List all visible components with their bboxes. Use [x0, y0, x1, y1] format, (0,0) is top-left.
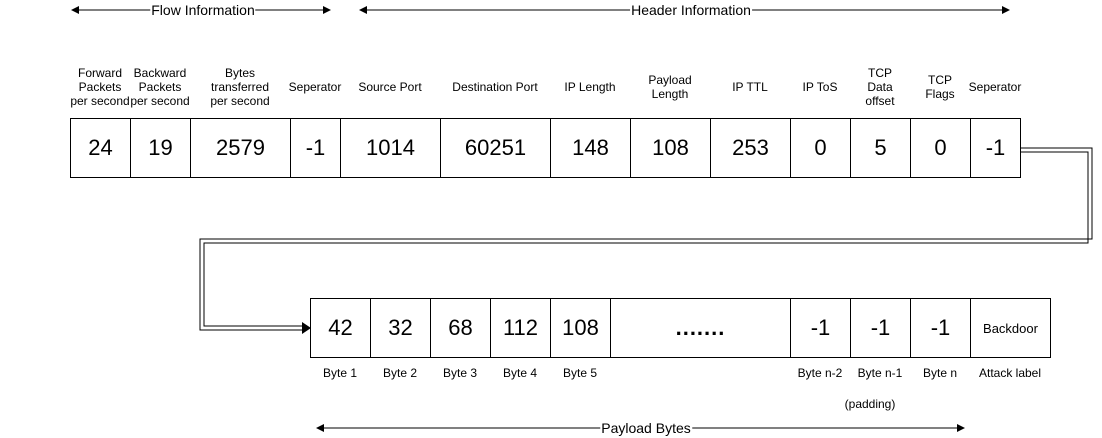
byte-n-value: -1 [910, 298, 971, 358]
byte-n-minus-2-label: Byte n-2 [797, 366, 843, 380]
source-port-label: Source Port [358, 80, 422, 94]
ellipsis-value: ....... [610, 298, 791, 358]
byte-3-value: 68 [430, 298, 491, 358]
byte-5-label: Byte 5 [562, 366, 598, 380]
row-connector-inner [203, 151, 1089, 327]
ip-tos-label: IP ToS [802, 80, 838, 94]
byte-4-label: Byte 4 [502, 366, 538, 380]
payload-length-value: 108 [630, 118, 711, 178]
forward-packets-per-second-value: 24 [70, 118, 131, 178]
ip-ttl-value: 253 [710, 118, 791, 178]
ip-length-value: 148 [550, 118, 631, 178]
separator-1-label: Seperator [288, 80, 342, 94]
byte-n-label: Byte n [922, 366, 958, 380]
byte-4-value: 112 [490, 298, 551, 358]
payload-bytes-label: Payload Bytes [600, 420, 692, 436]
attack-label-label: Attack label [978, 366, 1042, 380]
ip-ttl-label: IP TTL [732, 80, 768, 94]
byte-3-label: Byte 3 [442, 366, 478, 380]
byte-n-minus-2-value: -1 [790, 298, 851, 358]
row-connector-outer [199, 147, 1093, 331]
destination-port-value: 60251 [440, 118, 551, 178]
byte-5-value: 108 [550, 298, 611, 358]
header-information-label: Header Information [630, 2, 752, 18]
attack-label-value: Backdoor [970, 298, 1051, 358]
tcp-data-offset-label: TCP Data offset [865, 66, 895, 108]
ip-length-label: IP Length [564, 80, 616, 94]
separator-2-value: -1 [970, 118, 1021, 178]
bytes-transferred-per-second-label: Bytes transferred per second [210, 66, 270, 108]
payload-length-label: Payload Length [648, 73, 692, 101]
backward-packets-per-second-value: 19 [130, 118, 191, 178]
source-port-value: 1014 [340, 118, 441, 178]
flow-information-label: Flow Information [150, 2, 256, 18]
backward-packets-per-second-label: Backward Packets per second [130, 66, 190, 108]
separator-2-label: Seperator [968, 80, 1022, 94]
byte-n-minus-1-label: Byte n-1 [857, 366, 903, 380]
tcp-flags-label: TCP Flags [925, 73, 955, 101]
byte-2-value: 32 [370, 298, 431, 358]
destination-port-label: Destination Port [452, 80, 538, 94]
bytes-transferred-per-second-value: 2579 [190, 118, 291, 178]
forward-packets-per-second-label: Forward Packets per second [70, 66, 130, 108]
tcp-flags-value: 0 [910, 118, 971, 178]
byte-n-minus-1-value: -1 [850, 298, 911, 358]
byte-2-label: Byte 2 [382, 366, 418, 380]
padding-note: (padding) [844, 397, 896, 411]
row-connector-arrowhead [302, 322, 311, 334]
byte-1-value: 42 [310, 298, 371, 358]
byte-1-label: Byte 1 [322, 366, 358, 380]
